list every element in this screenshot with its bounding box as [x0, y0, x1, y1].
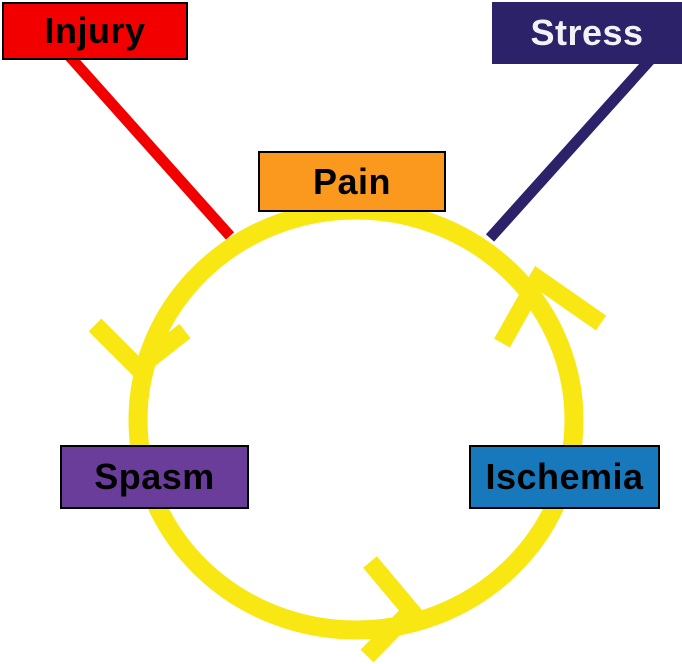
node-stress-label: Stress [530, 12, 644, 53]
node-pain-label: Pain [312, 160, 392, 202]
node-injury-label: Injury [44, 10, 146, 51]
node-injury: Injury [2, 2, 188, 60]
arrowhead-spasm-to-ischemia-icon [360, 556, 424, 663]
node-ischemia: Ischemia [469, 445, 660, 509]
node-spasm: Spasm [60, 445, 249, 509]
arrowhead-ischemia-to-pain-icon [494, 265, 607, 348]
injury-connector-line [50, 36, 235, 240]
node-stress: Stress [492, 2, 682, 64]
node-pain: Pain [258, 151, 446, 212]
node-ischemia-label: Ischemia [485, 456, 644, 497]
node-spasm-label: Spasm [94, 456, 215, 497]
stress-connector-line [485, 36, 673, 242]
arrowhead-pain-to-spasm-icon [88, 318, 191, 381]
cycle-circle [128, 200, 584, 640]
